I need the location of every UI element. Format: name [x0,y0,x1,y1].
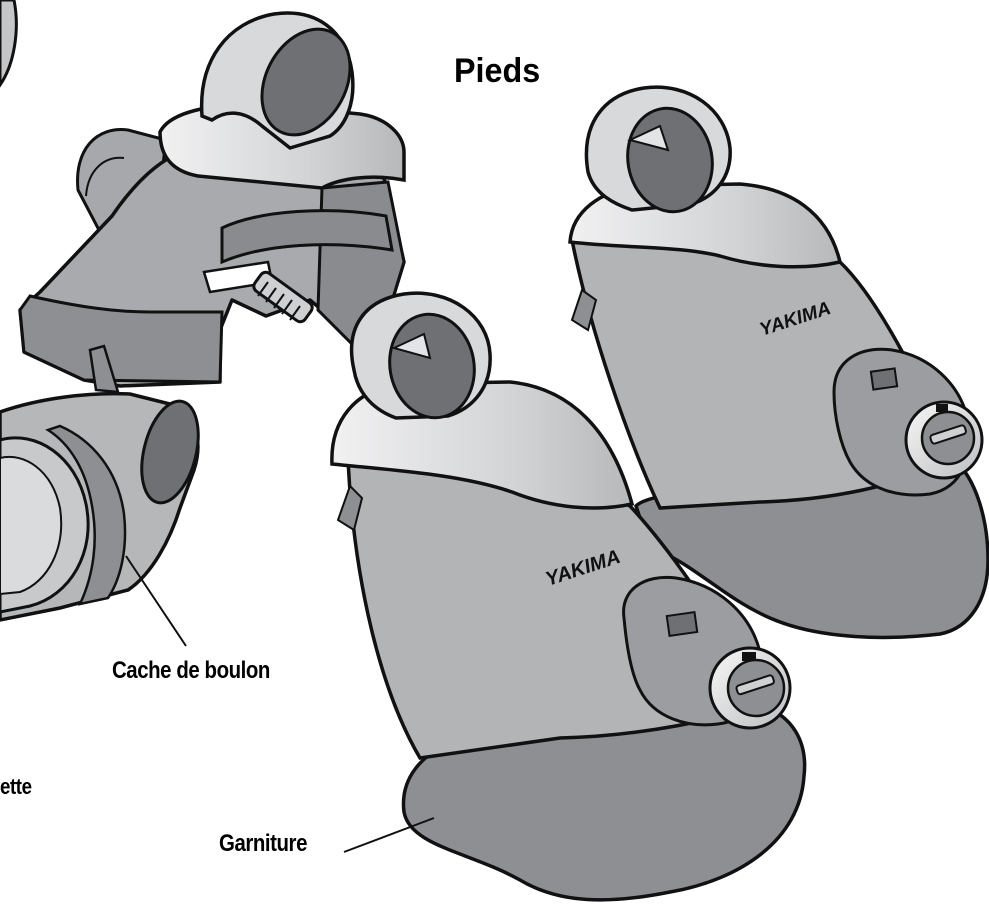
diagram-title: Pieds [454,52,540,91]
leader-line-bolt-cover [126,556,186,646]
label-trim: Garniture [219,830,307,858]
partial-part-top-left [0,0,16,85]
disassembled-foot [20,13,404,392]
label-partial-cut-off: ette [0,774,32,800]
foot-bolt-cover-view [0,394,208,620]
label-bolt-cover: Cache de boulon [112,657,270,685]
